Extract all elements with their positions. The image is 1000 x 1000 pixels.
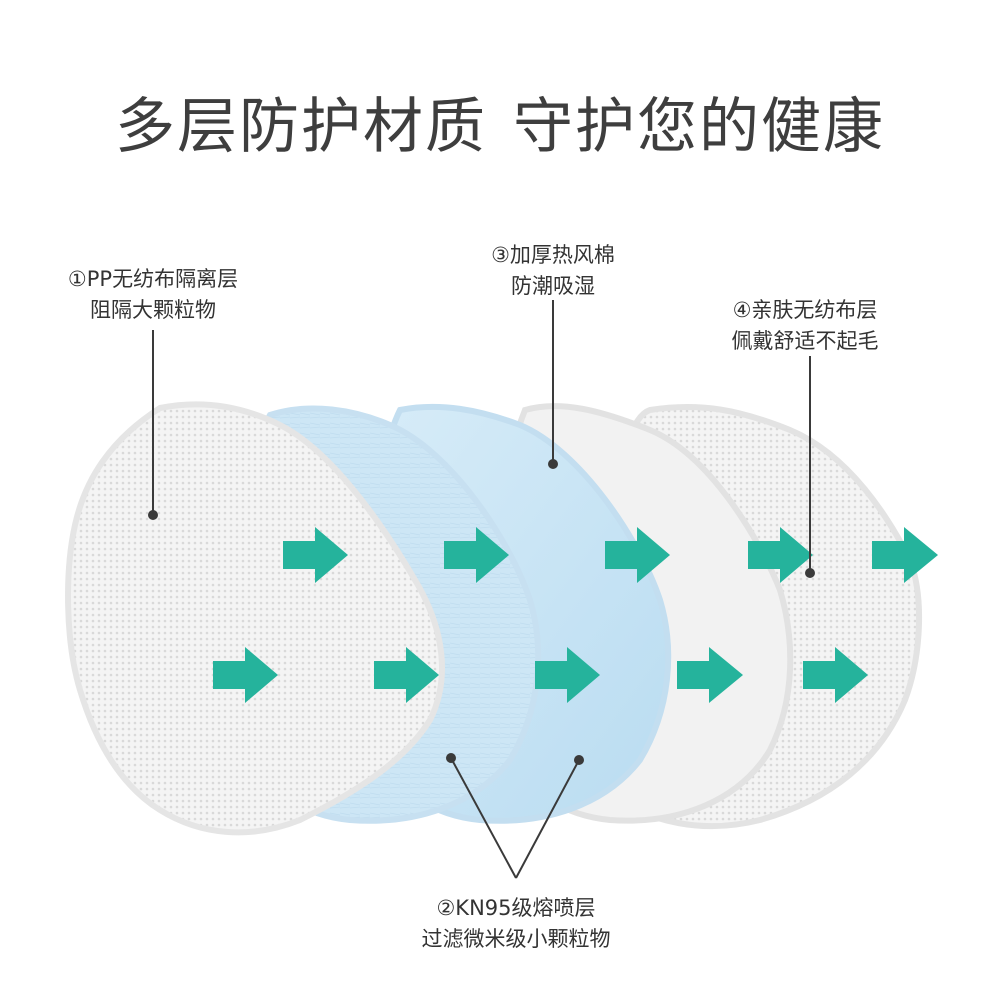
right-arrow-icon xyxy=(535,647,600,703)
right-arrow-icon xyxy=(283,527,348,583)
right-arrow-icon xyxy=(444,527,509,583)
right-arrow-icon xyxy=(213,647,278,703)
label-layer-4-line-2: 佩戴舒适不起毛 xyxy=(731,329,879,353)
label-layer-2-line-1: ②KN95级熔喷层 xyxy=(436,896,596,920)
label-layer-3-line-2: 防潮吸湿 xyxy=(511,274,595,298)
callout-line-layer-2a xyxy=(450,757,517,879)
label-layer-1: ①PP无纺布隔离层 阻隔大颗粒物 xyxy=(43,264,263,326)
right-arrow-icon xyxy=(748,527,813,583)
right-arrow-icon xyxy=(803,647,868,703)
title-part-1: 多层防护材质 xyxy=(115,92,487,162)
label-layer-4: ④亲肤无纺布层 佩戴舒适不起毛 xyxy=(705,295,905,357)
label-layer-4-line-1: ④亲肤无纺布层 xyxy=(732,298,878,322)
title-part-2: 守护您的健康 xyxy=(513,92,885,162)
label-layer-2-line-2: 过滤微米级小颗粒物 xyxy=(421,927,611,951)
callout-dot-layer-1 xyxy=(148,510,158,520)
callout-dot-layer-4 xyxy=(805,568,815,578)
callout-line-layer-2b xyxy=(515,759,580,879)
label-layer-1-line-1: ①PP无纺布隔离层 xyxy=(67,267,239,291)
callout-dot-layer-3 xyxy=(548,459,558,469)
label-layer-3-line-1: ③加厚热风棉 xyxy=(491,243,615,267)
right-arrow-icon xyxy=(374,647,439,703)
label-layer-1-line-2: 阻隔大颗粒物 xyxy=(90,298,216,322)
layer-1-pp-nonwoven xyxy=(65,401,445,836)
right-arrow-icon xyxy=(872,527,938,583)
callout-dot-layer-2a xyxy=(446,753,456,763)
right-arrow-icon xyxy=(605,527,670,583)
label-layer-2: ②KN95级熔喷层 过滤微米级小颗粒物 xyxy=(403,893,629,955)
page-title: 多层防护材质守护您的健康 xyxy=(0,78,1000,165)
right-arrow-icon xyxy=(677,647,743,703)
label-layer-3: ③加厚热风棉 防潮吸湿 xyxy=(463,240,643,302)
callout-dot-layer-2b xyxy=(574,755,584,765)
